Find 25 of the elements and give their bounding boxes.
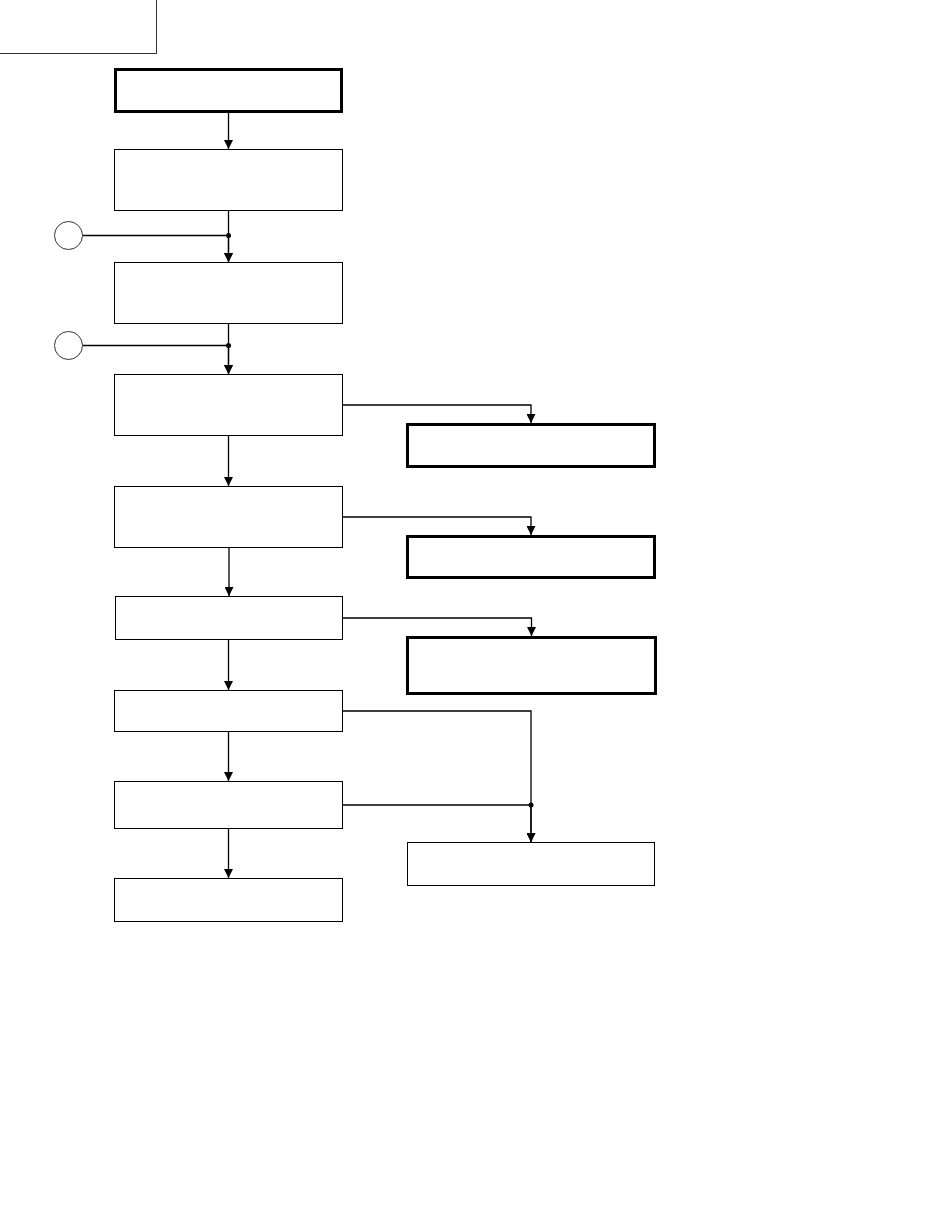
- arrow: [342, 404, 536, 424]
- arrow: [224, 112, 233, 150]
- process-box: [114, 149, 343, 211]
- process-box: [114, 374, 343, 436]
- process-box: [115, 596, 343, 640]
- process-box: [114, 262, 343, 324]
- arrow: [224, 731, 233, 782]
- process-box: [114, 781, 343, 829]
- arrow: [224, 639, 233, 691]
- process-box: [114, 68, 343, 113]
- process-box: [114, 690, 343, 732]
- arrow: [224, 435, 233, 487]
- process-box: [114, 878, 343, 922]
- arrow: [342, 804, 536, 843]
- process-box: [406, 636, 657, 695]
- arrow: [342, 516, 536, 536]
- arrow: [224, 828, 233, 879]
- arrow: [342, 617, 536, 637]
- process-box: [406, 535, 656, 579]
- process-box: [406, 423, 656, 468]
- arrow: [82, 344, 233, 375]
- arrow: [224, 547, 234, 597]
- process-box: [407, 842, 655, 886]
- arrow: [82, 234, 233, 263]
- process-box: [114, 486, 343, 548]
